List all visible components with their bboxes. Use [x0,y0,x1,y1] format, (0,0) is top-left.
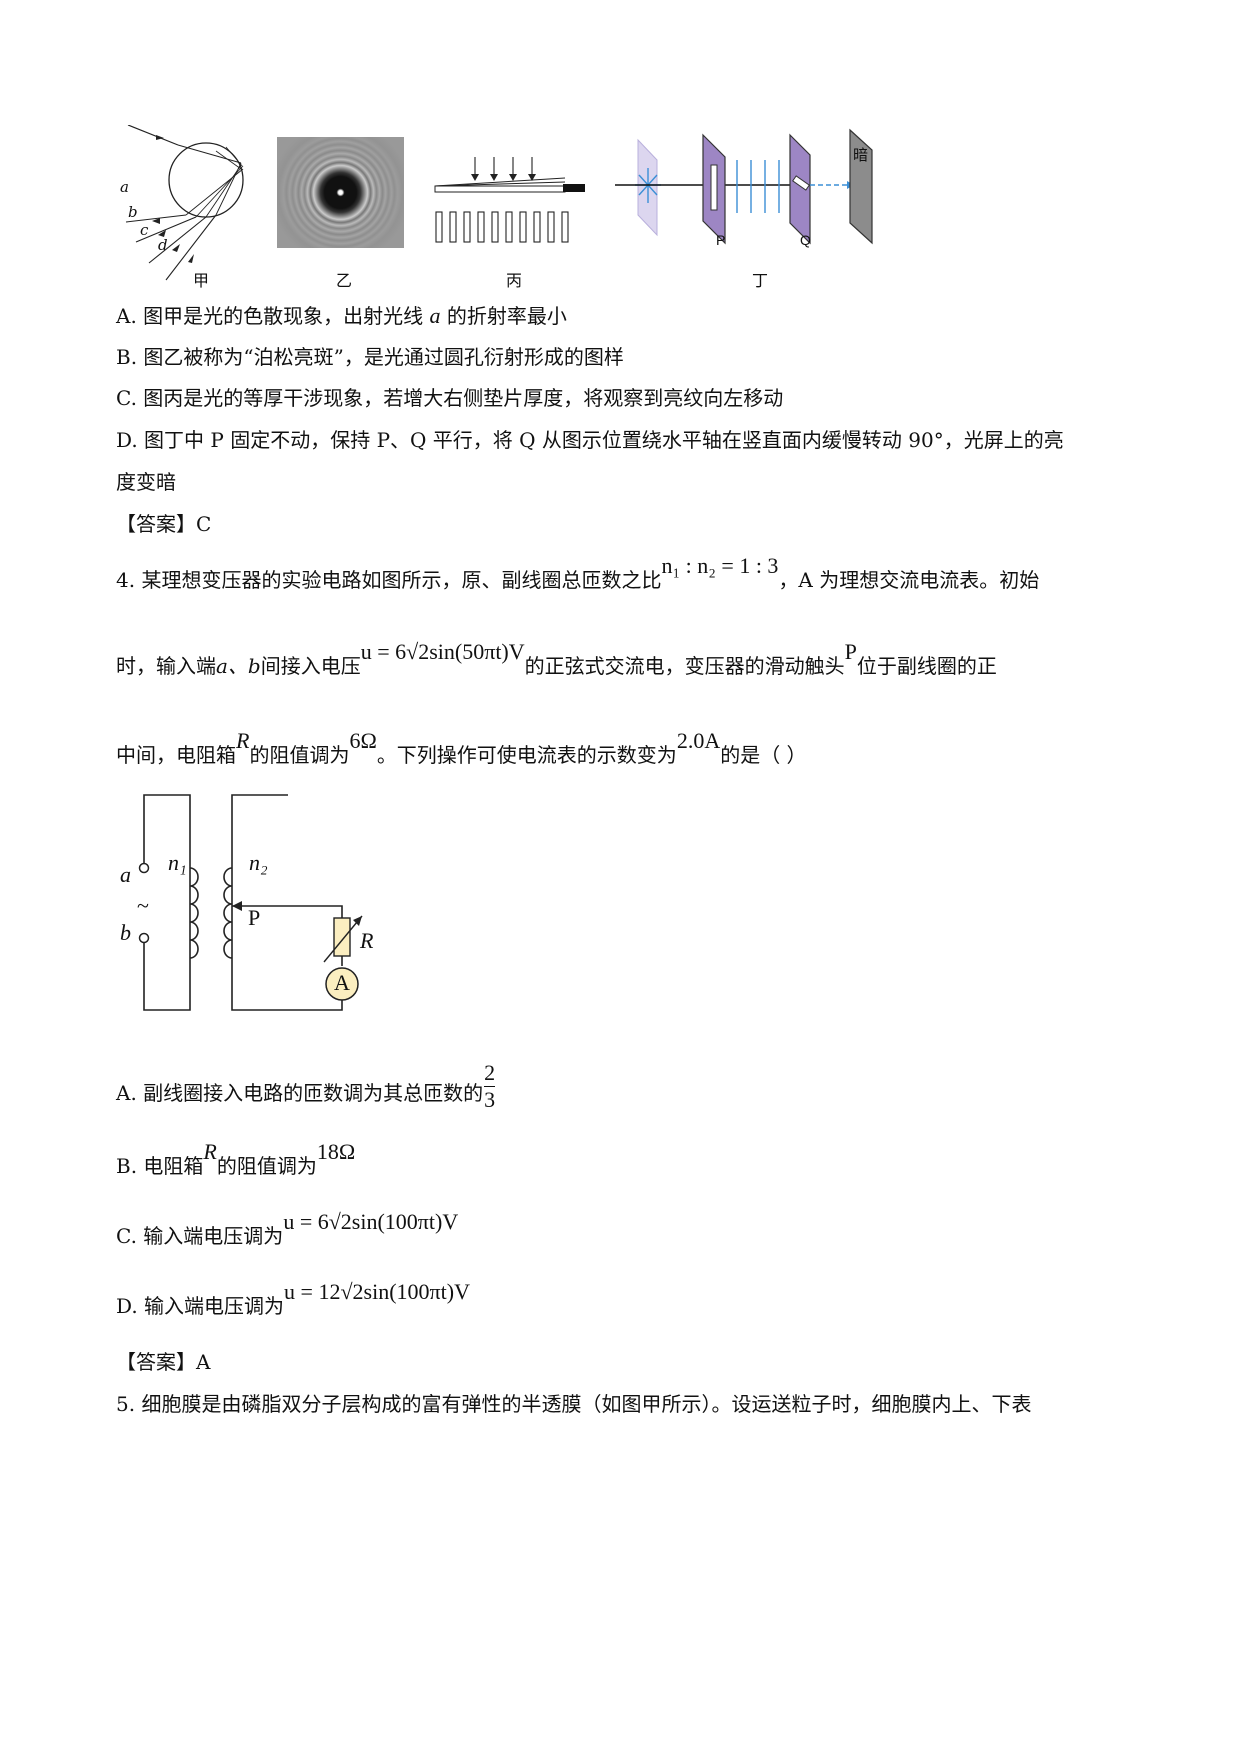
q3-option-a: A. 图甲是光的色散现象，出射光线 a 的折射率最小 [116,303,567,328]
q4-option-b: B. 电阻箱R的阻值调为18Ω [116,1139,356,1178]
ray-label-c: c [140,221,149,239]
figure-ding-polarizers [615,128,873,245]
ray-label-a: a [120,178,129,196]
n2-label: n₂ [249,850,268,875]
resistor-r-label: R [360,928,374,953]
q4-stem-line-3: 中间，电阻箱R的阻值调为6Ω。下列操作可使电流表的示数变为2.0A的是（ ） [116,728,807,767]
resistance-value: 6Ω [349,728,377,753]
q3-option-b: B. 图乙被称为“泊松亮斑”，是光通过圆孔衍射形成的图样 [116,345,624,369]
figure-caption-bing: 丙 [506,271,523,290]
q4-answer: 【答案】A [116,1350,211,1374]
n1-label: n₁ [168,850,187,875]
ray-label-b: b [128,203,138,221]
q5-stem: 5. 细胞膜是由磷脂双分子层构成的富有弹性的半透膜（如图甲所示）。设运送粒子时，… [116,1392,1032,1416]
screen-label: 暗 [853,146,869,164]
ammeter-label: A [334,970,350,995]
q3-option-c: C. 图丙是光的等厚干涉现象，若增大右侧垫片厚度，将观察到亮纹向左移动 [116,386,784,410]
q3-answer: 【答案】C [116,512,212,536]
transformer-circuit [138,794,363,1011]
input-voltage: u = 6√2sin(50πt)V [360,639,525,664]
figure-bing-wedge [434,157,585,243]
polarizer-label-q: Q [800,232,811,248]
q4-option-c: C. 输入端电压调为u = 6√2sin(100πt)V [116,1209,459,1248]
q3-option-d-cont: 度变暗 [116,470,176,494]
polarizer-label-p: P [716,232,726,248]
tilde-label: ~ [137,893,149,918]
figure-jia-dispersion [125,125,244,281]
q3-option-d: D. 图丁中 P 固定不动，保持 P、Q 平行，将 Q 从图示位置绕水平轴在竖直… [116,428,1064,452]
ray-label-d: d [158,236,168,254]
figure-yi-poisson-spot [277,137,404,248]
figure-caption-jia: 甲 [193,271,210,290]
q4-stem-line-2: 时，输入端a、b间接入电压u = 6√2sin(50πt)V的正弦式交流电，变压… [116,639,997,678]
q4-option-d: D. 输入端电压调为u = 12√2sin(100πt)V [116,1279,470,1318]
slider-p-label: P [248,905,261,930]
terminal-b-label: b [120,920,131,945]
figure-caption-ding: 丁 [752,271,769,290]
q4-stem-line-1: 4. 某理想变压器的实验电路如图所示，原、副线圈总匝数之比n₁ : n₂ = 1… [116,553,1040,592]
figure-caption-yi: 乙 [336,271,353,290]
current-value: 2.0A [676,728,721,753]
terminal-a-label: a [120,862,131,887]
turns-ratio: n₁ : n₂ = 1 : 3 [661,553,779,578]
